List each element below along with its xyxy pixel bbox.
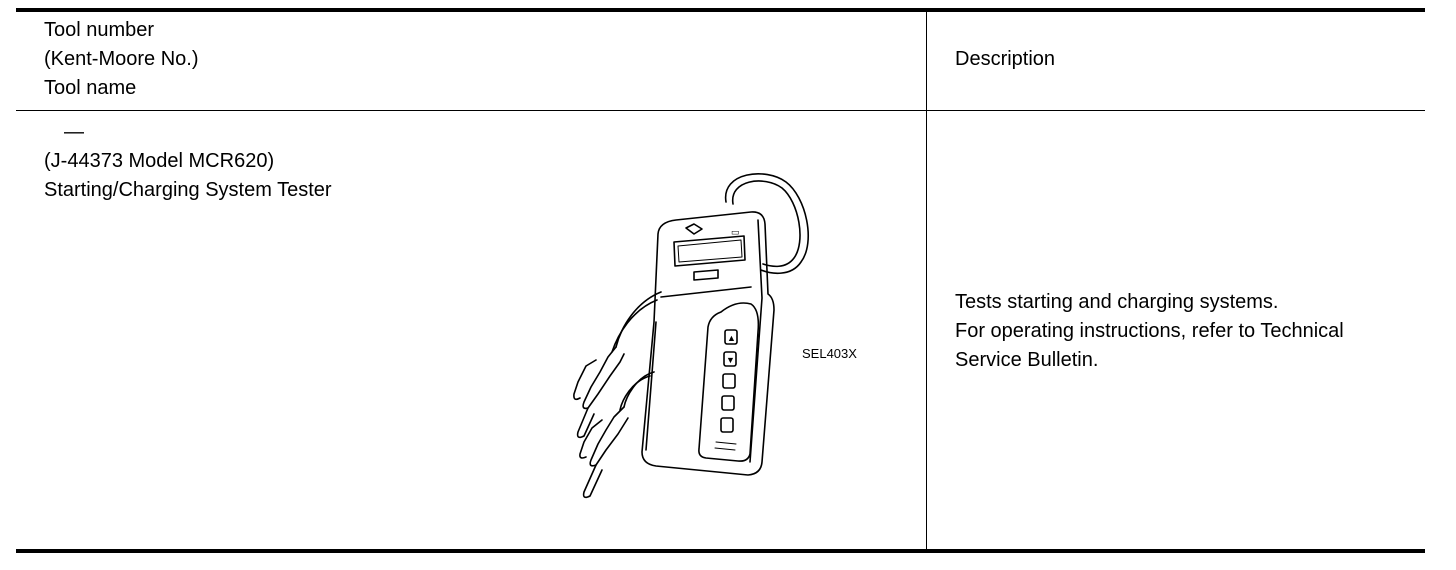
tool-name: Starting/Charging System Tester [44,179,332,201]
header-tool-cell: Tool number (Kent-Moore No.) Tool name [44,16,199,103]
tool-table: Tool number (Kent-Moore No.) Tool name D… [16,8,1425,553]
header-tool-number: Tool number [44,19,155,41]
row-tool-cell: — (J-44373 Model MCR620) Starting/Chargi… [44,118,332,205]
figure-code: SEL403X [802,346,857,361]
svg-text:▲: ▲ [727,333,736,343]
kent-moore-number: (J-44373 Model MCR620) [44,150,275,172]
description-line: Tests starting and charging systems. [955,291,1279,313]
description-line: Service Bulletin. [955,349,1099,371]
row-description-cell: Tests starting and charging systems. For… [955,288,1344,375]
header-kent-moore: (Kent-Moore No.) [44,48,199,70]
header-description: Description [955,48,1056,70]
tool-number: — [64,121,84,143]
svg-text:▭: ▭ [731,227,740,237]
svg-text:▼: ▼ [726,355,735,365]
column-divider [926,12,927,549]
header-divider [16,110,1425,111]
battery-tester-illustration: ▭ ▲ ▼ [573,173,809,499]
header-tool-name: Tool name [44,77,137,99]
description-line: For operating instructions, refer to Tec… [955,320,1344,342]
